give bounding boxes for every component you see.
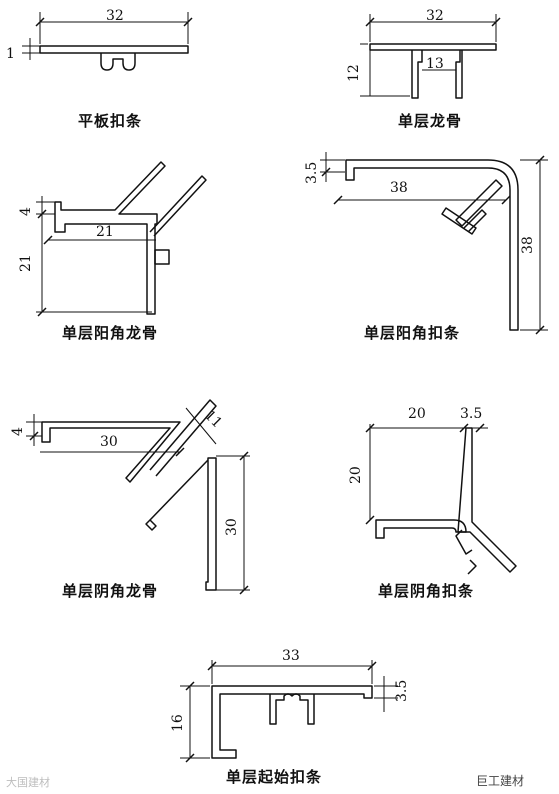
dim-istrip-height: 20 xyxy=(348,466,364,484)
profile-single-keel xyxy=(360,14,501,99)
outer-strip-body xyxy=(345,159,519,331)
inner-keel-top xyxy=(41,421,181,483)
inner-keel-arm xyxy=(149,399,217,477)
outer-strip-clip-2 xyxy=(441,207,477,235)
profile-outer-corner-strip xyxy=(320,152,548,335)
dim-keel-inner: 13 xyxy=(426,56,444,72)
dim-ikeel-top: 4 xyxy=(10,427,26,436)
inner-strip-hook xyxy=(455,529,473,555)
dim-ostrip-height: 38 xyxy=(520,236,536,254)
dim-istrip-width: 20 xyxy=(408,406,426,422)
inner-keel-leg xyxy=(205,457,217,591)
dim-istrip-lip: 3.5 xyxy=(460,406,482,422)
caption-outer-corner-keel: 单层阳角龙骨 xyxy=(62,324,159,342)
inner-keel-brace xyxy=(149,459,209,521)
caption-inner-corner-keel: 单层阴角龙骨 xyxy=(62,582,159,600)
dim-flat-width: 32 xyxy=(106,8,124,24)
profile-inner-corner-keel xyxy=(26,399,250,595)
caption-starter-strip: 单层起始扣条 xyxy=(226,768,323,786)
profile-starter-strip xyxy=(180,660,398,763)
outer-strip-clip-3 xyxy=(463,209,487,233)
dim-keel-height: 12 xyxy=(346,64,362,82)
caption-inner-corner-strip: 单层阴角扣条 xyxy=(378,582,475,600)
dim-okeel-top: 4 xyxy=(18,207,34,216)
dim-ikeel-diag: 11 xyxy=(201,408,225,432)
strip-plate xyxy=(39,45,189,54)
dim-okeel-width: 21 xyxy=(96,224,114,240)
dim-okeel-height: 21 xyxy=(18,254,34,272)
watermark-right: 巨工建材 xyxy=(476,774,525,788)
starter-strip-body xyxy=(211,685,373,759)
outer-strip-clip-1 xyxy=(455,179,503,227)
dim-ostrip-top: 3.5 xyxy=(304,162,320,184)
dim-starter-width: 33 xyxy=(282,648,300,664)
outer-keel-arm xyxy=(149,175,207,237)
dim-ikeel-height: 30 xyxy=(224,518,240,536)
dim-starter-height: 16 xyxy=(170,714,186,732)
profile-outer-corner-keel xyxy=(36,161,207,317)
inner-keel-foot xyxy=(145,519,157,531)
keel-left-leg xyxy=(411,50,423,99)
outer-keel-body xyxy=(54,161,166,315)
inner-strip-vertical xyxy=(457,427,517,573)
dim-keel-width: 32 xyxy=(426,8,444,24)
dim-ikeel-width: 30 xyxy=(100,434,118,450)
caption-outer-corner-strip: 单层阳角扣条 xyxy=(364,324,461,342)
dim-starter-lip: 3.5 xyxy=(394,680,410,702)
dim-ostrip-width: 38 xyxy=(390,180,408,196)
keel-plate xyxy=(369,43,497,51)
profile-flat-strip xyxy=(22,12,193,71)
inner-strip-tip xyxy=(467,559,477,575)
profile-inner-corner-strip xyxy=(365,423,517,575)
caption-single-keel: 单层龙骨 xyxy=(398,112,463,130)
watermark-left: 大国建材 xyxy=(6,776,50,789)
caption-flat-strip: 平板扣条 xyxy=(78,112,143,130)
outer-keel-tab xyxy=(154,249,170,265)
strip-clip xyxy=(100,53,136,71)
keel-right-leg xyxy=(455,50,463,99)
dim-flat-thickness: 1 xyxy=(6,46,15,62)
inner-strip-base xyxy=(375,519,467,539)
starter-strip-clip xyxy=(269,693,315,725)
